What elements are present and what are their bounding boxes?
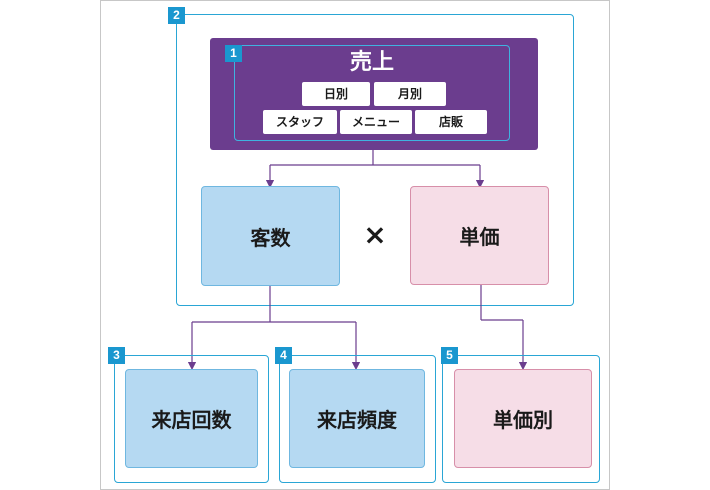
node-price-breakdown: 単価別: [454, 369, 592, 468]
badge-4: 4: [275, 347, 292, 364]
badge-1: 1: [225, 45, 242, 62]
chip-menu: メニュー: [340, 110, 412, 134]
badge-3: 3: [108, 347, 125, 364]
group-outline-3: [114, 355, 269, 483]
node-visit-frequency: 来店頻度: [289, 369, 425, 468]
chip-daily: 日別: [302, 82, 370, 106]
group-outline-2: [176, 14, 574, 306]
chip-staff: スタッフ: [263, 110, 337, 134]
node-customers: 客数: [201, 186, 340, 286]
sales-title: 売上: [349, 50, 394, 75]
chip-retail: 店販: [415, 110, 487, 134]
node-visit-count: 来店回数: [125, 369, 258, 468]
badge-5: 5: [441, 347, 458, 364]
node-unit-price: 単価: [410, 186, 549, 285]
group-outline-4: [279, 355, 436, 483]
group-outline-1: [234, 45, 510, 141]
badge-2: 2: [168, 7, 185, 24]
multiply-operator: ×: [363, 218, 387, 251]
chip-monthly: 月別: [374, 82, 446, 106]
group-outline-5: [442, 355, 600, 483]
